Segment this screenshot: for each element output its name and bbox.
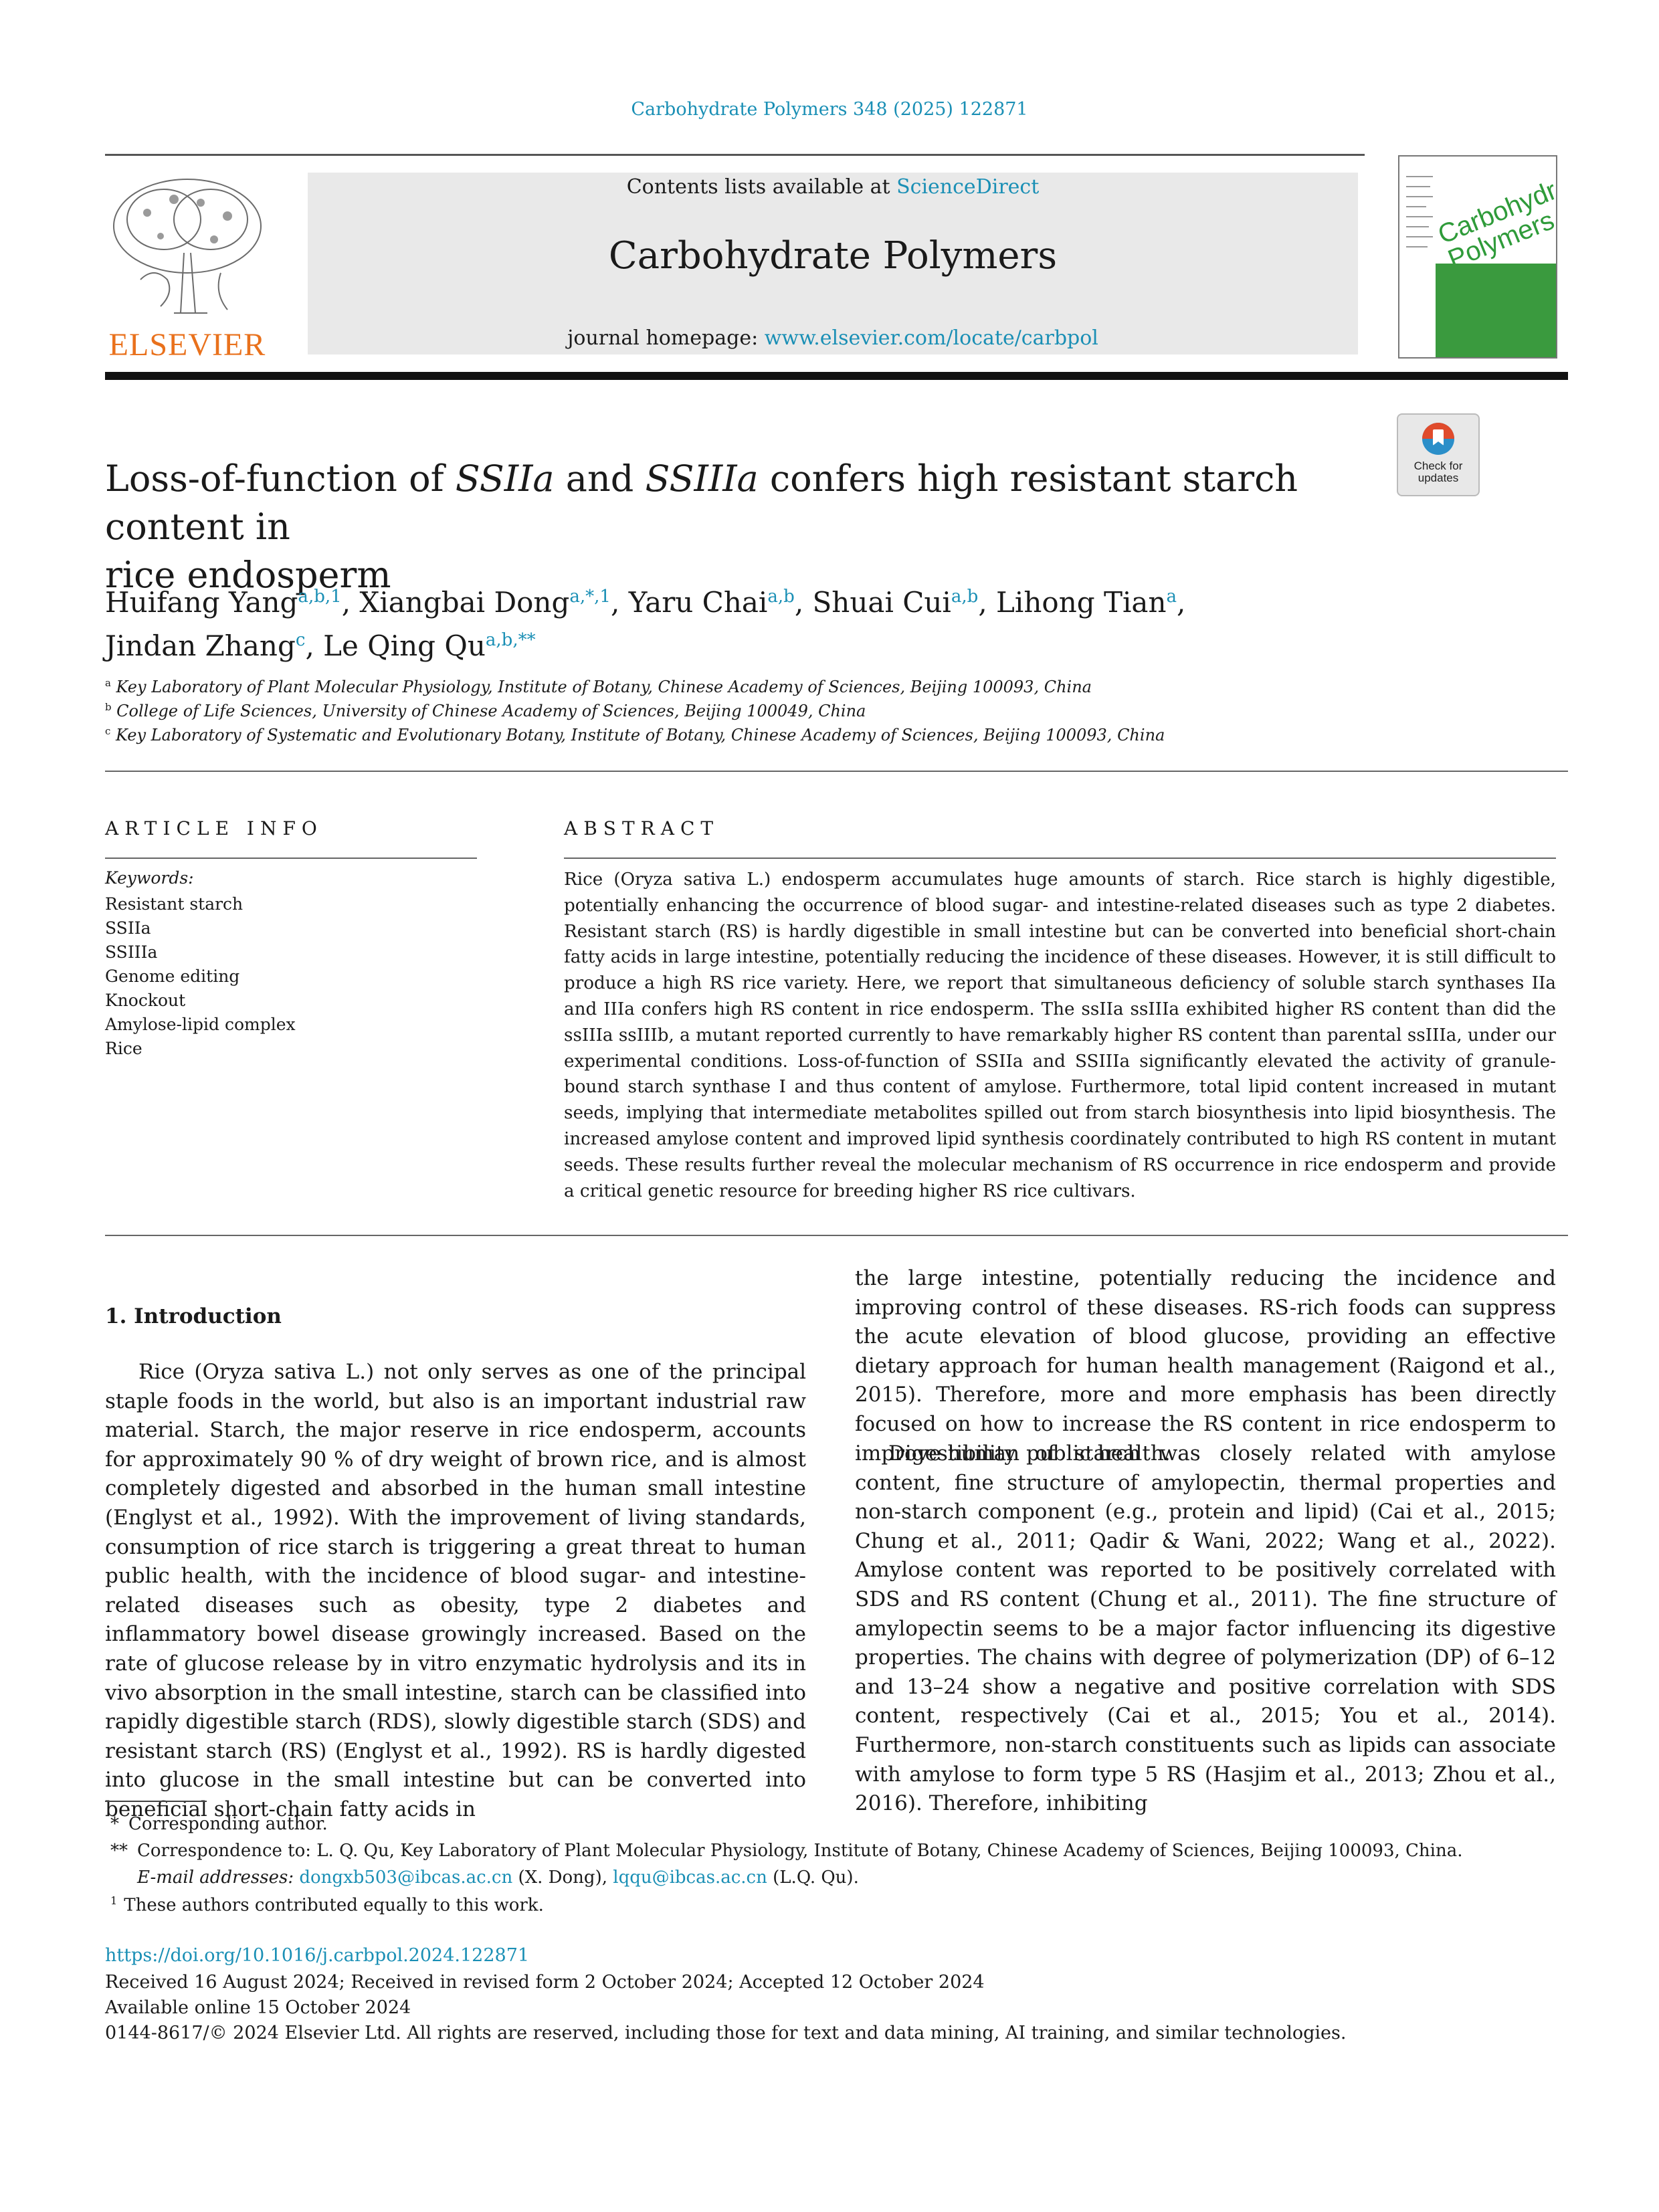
abstract-heading: ABSTRACT	[564, 817, 720, 839]
contents-prefix: Contents lists available at	[626, 175, 890, 199]
footnote-rule	[105, 1801, 207, 1802]
check-updates-icon	[1422, 423, 1454, 455]
author-list: Huifang Yanga,b,1, Xiangbai Donga,*,1, Y…	[105, 586, 1186, 662]
cover-text-column	[1406, 163, 1436, 310]
article-info-heading: ARTICLE INFO	[105, 817, 323, 839]
section-heading-introduction: 1. Introduction	[105, 1304, 282, 1328]
header-rule	[105, 154, 1365, 156]
author[interactable]: Lihong Tiana	[996, 586, 1177, 619]
footnote-corresponding: *Corresponding author.	[110, 1814, 328, 1834]
title-part-1: Loss-of-function of	[105, 458, 456, 500]
affiliation-a: a Key Laboratory of Plant Molecular Phys…	[105, 677, 1092, 696]
author[interactable]: Huifang Yanga,b,1	[105, 586, 342, 619]
keyword: Amylose-lipid complex	[105, 1015, 296, 1034]
footnote-correspondence: **Correspondence to: L. Q. Qu, Key Labor…	[110, 1841, 1463, 1861]
keyword: Rice	[105, 1039, 142, 1058]
homepage-prefix: journal homepage:	[567, 326, 759, 350]
check-updates-label: Check for updates	[1413, 460, 1463, 484]
title-gene-1: SSIIa	[455, 458, 555, 500]
keyword: Resistant starch	[105, 894, 243, 914]
copyright-line: 0144-8617/© 2024 Elsevier Ltd. All right…	[105, 2023, 1347, 2043]
affiliation-b: b College of Life Sciences, University o…	[105, 701, 866, 720]
keywords-list: Resistant starch SSIIa SSIIIa Genome edi…	[105, 892, 296, 1061]
journal-reference[interactable]: Carbohydrate Polymers 348 (2025) 122871	[631, 99, 1028, 120]
author[interactable]: Xiangbai Donga,*,1	[359, 586, 611, 619]
doi-link[interactable]: https://doi.org/10.1016/j.carbpol.2024.1…	[105, 1945, 530, 1966]
abstract-divider	[105, 1235, 1568, 1236]
footnote-emails: E-mail addresses: dongxb503@ibcas.ac.cn …	[137, 1868, 859, 1888]
intro-left-column: Rice (Oryza sativa L.) not only serves a…	[105, 1360, 806, 1821]
author[interactable]: Le Qing Qua,b,**	[323, 629, 536, 662]
cover-green-block	[1436, 264, 1556, 357]
email-link[interactable]: dongxb503@ibcas.ac.cn	[299, 1868, 513, 1888]
sciencedirect-link[interactable]: ScienceDirect	[896, 175, 1040, 199]
author[interactable]: Shuai Cuia,b	[812, 586, 979, 619]
cover-journal-title: Carbohydrate Polymers	[1434, 161, 1557, 275]
received-dates: Received 16 August 2024; Received in rev…	[105, 1972, 985, 1993]
title-part-3: confers high resistant starch content in	[105, 458, 1298, 548]
title-gene-2: SSIIIa	[645, 458, 759, 500]
elsevier-wordmark: ELSEVIER	[108, 327, 266, 363]
intro-right-paragraph-2: Digestibility of starch was closely rela…	[855, 1441, 1556, 1816]
author[interactable]: Yaru Chaia,b	[628, 586, 795, 619]
email-link[interactable]: lqqu@ibcas.ac.cn	[613, 1868, 767, 1888]
affiliation-divider	[105, 771, 1568, 772]
homepage-line: journal homepage: www.elsevier.com/locat…	[308, 326, 1358, 350]
keywords-label: Keywords:	[105, 868, 194, 888]
affiliation-c: c Key Laboratory of Systematic and Evolu…	[105, 725, 1165, 744]
article-title: Loss-of-function of SSIIa and SSIIIa con…	[105, 455, 1376, 599]
contents-line: Contents lists available at ScienceDirec…	[308, 175, 1358, 199]
journal-banner	[308, 173, 1358, 355]
author[interactable]: Jindan Zhangc	[105, 629, 306, 662]
keyword: Knockout	[105, 991, 186, 1010]
elsevier-tree-logo	[100, 173, 274, 360]
keyword: SSIIa	[105, 918, 151, 938]
keyword: SSIIIa	[105, 942, 158, 962]
check-for-updates-badge[interactable]: Check for updates	[1397, 413, 1480, 496]
title-part-2: and	[554, 458, 646, 500]
article-info-rule	[105, 858, 477, 859]
available-online: Available online 15 October 2024	[105, 1997, 411, 2018]
journal-title: Carbohydrate Polymers	[608, 234, 1058, 278]
abstract-rule	[564, 858, 1556, 859]
intro-right-paragraph-1: the large intestine, potentially reducin…	[855, 1266, 1556, 1466]
header-thick-rule	[105, 372, 1568, 380]
homepage-link[interactable]: www.elsevier.com/locate/carbpol	[764, 326, 1098, 350]
title-line-2: rice endosperm	[105, 554, 391, 596]
keyword: Genome editing	[105, 967, 240, 986]
journal-cover-thumbnail[interactable]: Carbohydrate Polymers	[1398, 155, 1557, 359]
abstract-text: Rice (Oryza sativa L.) endosperm accumul…	[564, 870, 1556, 1201]
